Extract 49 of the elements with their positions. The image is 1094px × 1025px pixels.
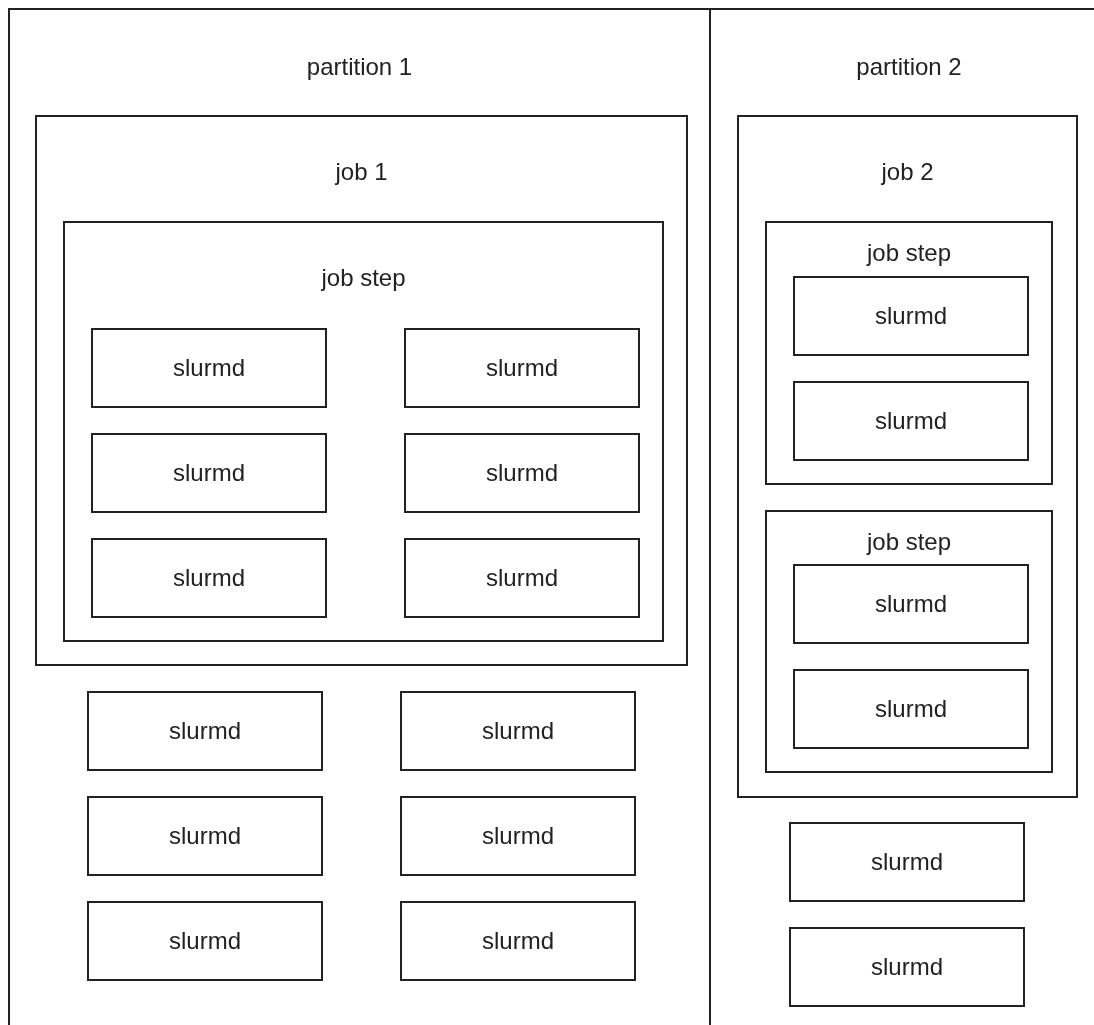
node-label: slurmd <box>875 302 947 330</box>
process-box <box>793 276 1029 356</box>
node-label: slurmd <box>482 927 554 955</box>
process-box <box>793 564 1029 644</box>
node-label: slurmd <box>486 459 558 487</box>
process-box <box>404 328 640 408</box>
node-label: slurmd <box>482 822 554 850</box>
process-box <box>400 901 636 981</box>
node-label: slurmd <box>173 564 245 592</box>
process-box <box>400 691 636 771</box>
process-box <box>87 691 323 771</box>
group-title: job 1 <box>334 158 389 186</box>
process-box <box>789 822 1025 902</box>
node-label: slurmd <box>173 354 245 382</box>
group-title: job step <box>865 528 953 556</box>
process-box <box>793 381 1029 461</box>
node-label: slurmd <box>173 459 245 487</box>
group-title: job step <box>865 239 953 267</box>
node-label: slurmd <box>169 822 241 850</box>
node-label: slurmd <box>486 354 558 382</box>
container-box <box>765 510 1053 773</box>
node-label: slurmd <box>482 717 554 745</box>
node-label: slurmd <box>875 407 947 435</box>
node-label: slurmd <box>871 953 943 981</box>
container-box <box>765 221 1053 485</box>
process-box <box>91 538 327 618</box>
group-title: partition 1 <box>305 53 414 81</box>
process-box <box>91 433 327 513</box>
process-box <box>789 927 1025 1007</box>
container-box <box>737 115 1078 798</box>
process-box <box>87 901 323 981</box>
container-box <box>35 115 688 666</box>
node-label: slurmd <box>875 695 947 723</box>
process-box <box>793 669 1029 749</box>
process-box <box>400 796 636 876</box>
container-box <box>63 221 664 642</box>
node-label: slurmd <box>169 927 241 955</box>
group-title: partition 2 <box>855 53 963 81</box>
process-box <box>91 328 327 408</box>
node-label: slurmd <box>169 717 241 745</box>
process-box <box>87 796 323 876</box>
node-label: slurmd <box>871 848 943 876</box>
group-title: job step <box>320 264 407 292</box>
process-box <box>404 538 640 618</box>
partition-region <box>8 8 711 1025</box>
node-label: slurmd <box>486 564 558 592</box>
group-title: job 2 <box>880 158 935 186</box>
node-label: slurmd <box>875 590 947 618</box>
process-box <box>404 433 640 513</box>
